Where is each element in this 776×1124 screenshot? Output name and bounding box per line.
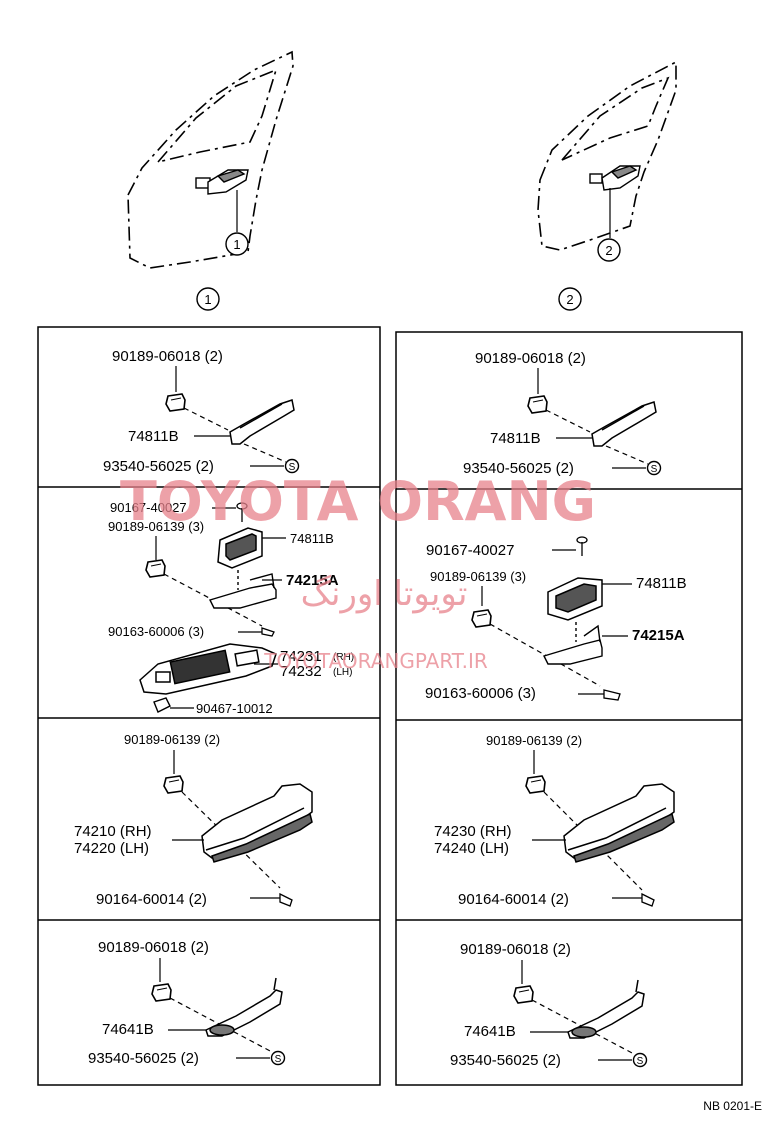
svg-text:2: 2: [605, 243, 612, 258]
left-switch-base-section: 90167-40027 90189-06139 (3) 74811B 74215…: [108, 500, 354, 716]
panel-marker-1: 1: [196, 287, 220, 311]
part-label: 93540-56025 (2): [88, 1050, 199, 1067]
door-marker-2: 2: [597, 238, 621, 262]
panel-marker-2: 2: [558, 287, 582, 311]
handle-bracket-icon: [567, 979, 645, 1039]
part-label: 90189-06139 (2): [486, 733, 582, 748]
part-label: 74641B: [464, 1023, 516, 1040]
watermark: TOYOTA ORANG تویوتا اورنگ TOYOTAORANGPAR…: [120, 470, 596, 673]
part-label: 74220 (LH): [74, 840, 149, 857]
right-armrest-section: 90189-06139 (2) 74230 (RH) 74240 (LH) 90…: [434, 733, 675, 908]
part-label: 74811B: [128, 428, 179, 445]
clip-icon: [525, 775, 546, 794]
part-label: 93540-56025 (2): [450, 1052, 561, 1069]
part-label: 90167-40027: [110, 500, 187, 515]
front-door-sketch: [127, 50, 294, 269]
part-label: 90189-06018 (2): [112, 348, 223, 365]
part-side-label: (LH): [333, 667, 352, 678]
left-handle-bracket-section: 90189-06018 (2) 74641B S 93540-56025 (2): [88, 939, 286, 1067]
svg-text:1: 1: [204, 292, 211, 307]
screw-icon: [236, 502, 248, 522]
switch-bezel-icon: [547, 577, 603, 621]
inside-handle-icon: [229, 399, 295, 445]
part-label: 90163-60006 (3): [425, 685, 536, 702]
svg-text:S: S: [275, 1054, 282, 1065]
switch-panel-icon: [139, 643, 277, 695]
part-label: 90189-06018 (2): [98, 939, 209, 956]
right-handle-bracket-section: 90189-06018 (2) 74641B S 93540-56025 (2): [450, 941, 648, 1069]
switch-bracket-icon: [543, 622, 603, 665]
part-label: 90164-60014 (2): [96, 891, 207, 908]
front-door-handle: [195, 169, 249, 232]
rear-door-sketch: [537, 60, 677, 251]
watermark-site: TOYOTAORANGPART.IR: [263, 649, 488, 673]
part-label: 93540-56025 (2): [103, 458, 214, 475]
part-label: 74641B: [102, 1021, 154, 1038]
switch-bezel-icon: [217, 527, 263, 569]
part-label: 90467-10012: [196, 701, 273, 716]
svg-text:2: 2: [566, 292, 573, 307]
right-switch-base-section: 90167-40027 90189-06139 (3) 74811B 74215…: [425, 536, 687, 702]
left-inside-handle-section: 90189-06018 (2) 74811B S 93540-56025 (2): [103, 348, 300, 475]
screw-icon: [261, 627, 275, 637]
part-label: 74215A: [632, 627, 685, 644]
inside-handle-icon: [591, 401, 657, 447]
screw-icon: [641, 892, 655, 907]
part-label: 90163-60006 (3): [108, 624, 204, 639]
svg-text:1: 1: [233, 237, 240, 252]
clip-icon: [153, 697, 171, 713]
part-label: 74811B: [490, 430, 541, 447]
right-inside-handle-section: 90189-06018 (2) 74811B S 93540-56025 (2): [463, 350, 662, 477]
part-label: 90167-40027: [426, 542, 514, 559]
part-label: 74231: [280, 648, 322, 665]
part-label: 90189-06139 (3): [108, 519, 204, 534]
part-label: 74811B: [636, 575, 687, 592]
right-panel-frame: [395, 331, 743, 1086]
watermark-persian: تویوتا اورنگ: [301, 574, 468, 614]
screw-icon: [603, 689, 621, 701]
part-label: 90189-06139 (2): [124, 732, 220, 747]
part-label: 90189-06018 (2): [460, 941, 571, 958]
svg-text:S: S: [651, 464, 658, 475]
armrest-icon: [201, 783, 313, 863]
handle-bracket-icon: [205, 977, 283, 1037]
left-armrest-section: 90189-06139 (2) 74210 (RH) 74220 (LH) 90…: [74, 732, 313, 908]
switch-bracket-icon: [209, 570, 277, 609]
rear-door-handle: [589, 165, 641, 238]
clip-icon: [165, 393, 186, 412]
clip-icon: [471, 609, 492, 628]
svg-text:S: S: [637, 1056, 644, 1067]
screw-icon: [576, 536, 588, 556]
watermark-brand: TOYOTA ORANG: [120, 470, 596, 533]
left-panel-frame: [37, 326, 381, 1086]
part-label: 90164-60014 (2): [458, 891, 569, 908]
part-label: 74811B: [290, 531, 334, 546]
clip-icon: [513, 985, 534, 1004]
part-label: 74230 (RH): [434, 823, 512, 840]
part-label: 93540-56025 (2): [463, 460, 574, 477]
clip-icon: [151, 983, 172, 1002]
part-side-label: (RH): [333, 652, 354, 663]
clip-icon: [163, 775, 184, 794]
part-label: 74240 (LH): [434, 840, 509, 857]
part-label: 74210 (RH): [74, 823, 152, 840]
part-label: 74215A: [286, 572, 339, 589]
part-label: 90189-06139 (3): [430, 569, 526, 584]
svg-text:S: S: [289, 462, 296, 473]
part-label: 90189-06018 (2): [475, 350, 586, 367]
part-label: 74232: [280, 663, 322, 680]
clip-icon: [145, 559, 166, 578]
screw-icon: [279, 892, 293, 907]
clip-icon: [527, 395, 548, 414]
figure-code: NB 0201-E: [703, 1099, 762, 1113]
armrest-icon: [563, 783, 675, 863]
door-marker-1: 1: [225, 232, 249, 256]
